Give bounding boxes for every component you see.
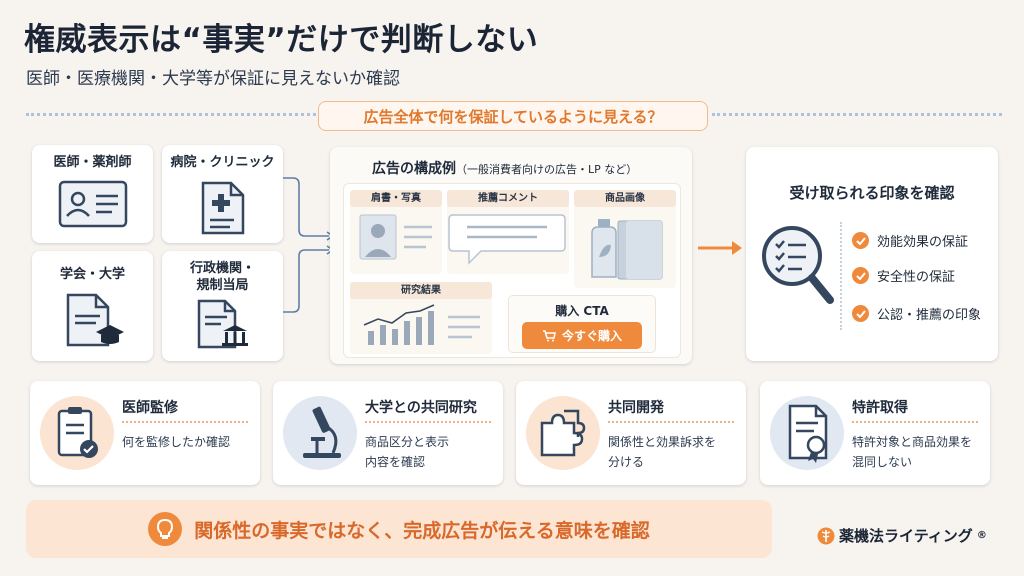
case-card-joint-development: 共同開発 関係性と効果訴求を 分ける [516,381,746,485]
source-card-doctor: 医師・薬剤師 [32,145,153,243]
cart-icon [542,329,556,341]
question-banner: 広告全体で何を保証しているように見える？ [318,101,708,131]
microscope-icon [303,406,341,458]
case-desc-line: 何を監修したか確認 [122,435,231,449]
brand-mark: ® [976,530,987,541]
case-card-patent: 特許取得 特許対象と商品効果を 混同しない [760,381,990,485]
ad-section-recommend: 推薦コメント [447,190,569,274]
case-desc: 商品区分と表示 内容を確認 [365,433,449,473]
case-divider [852,421,978,423]
impression-item: 安全性の保証 [852,266,955,285]
case-title: 共同開発 [608,400,664,416]
section-header: 肩書・写真 [350,190,442,207]
speech-bubble-icon [448,214,566,265]
impression-item-label: 公認・推薦の印象 [877,308,982,323]
conclusion-banner: 関係性の事実ではなく、完成広告が伝える意味を確認 [26,500,772,558]
case-desc-line: 特許対象と商品効果を [852,435,973,449]
impression-item: 効能効果の保証 [852,231,968,250]
magnifier-checklist-icon [762,226,834,304]
ad-example-title-main: 広告の構成例 [372,161,456,177]
case-card-doctor-supervision: 医師監修 何を監修したか確認 [30,381,260,485]
conclusion-text: 関係性の事実ではなく、完成広告が伝える意味を確認 [194,519,650,542]
connector-lines [283,177,335,313]
section-header: 推薦コメント [447,190,569,207]
research-chart-icon [363,304,480,345]
impression-item-label: 効能効果の保証 [877,235,969,250]
case-title: 医師監修 [122,400,178,416]
caduceus-icon [817,527,835,544]
page-subtitle: 医師・医療機関・大学等が保証に見えないか確認 [26,69,400,89]
ad-example-title-note: （一般消費者向けの広告・LP など） [456,163,638,176]
profile-photo-icon [359,214,432,260]
source-label: 病院・クリニック [170,155,275,170]
lightbulb-icon [148,512,183,546]
impression-title: 受け取られる印象を確認 [789,184,955,202]
divider-right [712,113,1002,116]
product-bottle-icon [591,219,663,280]
source-card-hospital: 病院・クリニック [162,145,283,243]
source-card-academic: 学会・大学 [32,251,153,361]
check-icon [852,305,869,322]
case-divider [608,421,734,423]
government-document-icon [197,299,248,349]
medical-document-icon [201,181,244,235]
section-header: 研究結果 [350,282,492,299]
brand-name: 薬機法ライティング [839,527,973,545]
case-desc-line: 混同しない [852,454,913,469]
case-title: 大学との共同研究 [365,400,477,416]
certificate-icon [788,404,828,463]
case-desc-line: 商品区分と表示 [365,435,450,449]
id-card-icon [58,180,127,228]
case-desc: 特許対象と商品効果を 混同しない [852,433,972,473]
page-title: 権威表示は“事実”だけで判断しない [24,22,539,58]
impression-item-label: 安全性の保証 [877,270,956,285]
check-icon [852,267,869,284]
brand-logo: 薬機法ライティング® [817,525,987,546]
source-label: 行政機関・ 規制当局 [189,261,255,293]
source-label: 学会・大学 [59,267,125,282]
case-desc-line: 内容を確認 [365,454,426,469]
academic-document-icon [66,293,124,347]
impression-divider [840,222,842,330]
buy-now-button[interactable]: 今すぐ購入 [522,322,642,349]
cta-label: 購入 CTA [555,304,609,318]
case-desc-line: 分ける [608,454,645,469]
buy-now-label: 今すぐ購入 [561,329,622,343]
ad-example-title: 広告の構成例（一般消費者向けの広告・LP など） [372,158,637,178]
source-card-government: 行政機関・ 規制当局 [162,251,283,361]
clipboard-check-icon [57,407,98,458]
case-desc-line: 関係性と効果訴求を [608,435,717,449]
impression-item: 公認・推薦の印象 [852,304,981,323]
divider-left [26,113,316,116]
ad-section-research: 研究結果 [350,282,492,354]
case-divider [122,421,248,423]
puzzle-icon [540,409,586,457]
case-desc: 何を監修したか確認 [122,433,230,453]
ad-section-product-image: 商品画像 [574,190,676,288]
source-label: 医師・薬剤師 [53,155,132,170]
arrow-right-icon [698,241,742,255]
check-icon [852,232,869,249]
case-title: 特許取得 [852,400,908,416]
case-card-joint-research: 大学との共同研究 商品区分と表示 内容を確認 [273,381,503,485]
section-header: 商品画像 [574,190,676,207]
ad-section-title-photo: 肩書・写真 [350,190,442,274]
case-divider [365,421,491,423]
case-desc: 関係性と効果訴求を 分ける [608,433,716,473]
